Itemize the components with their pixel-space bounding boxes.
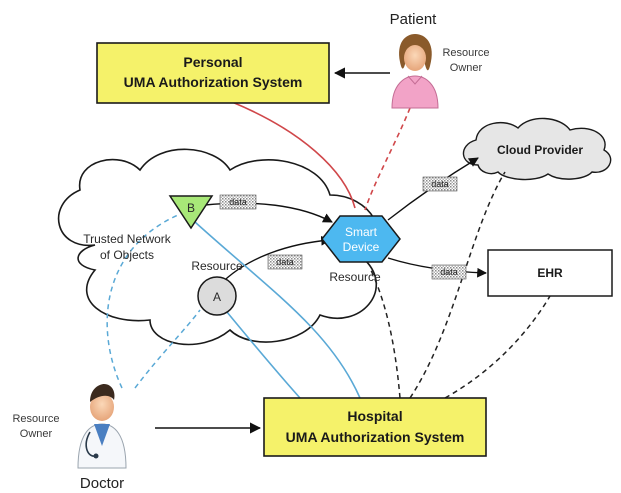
patient-name: Patient	[390, 11, 438, 28]
blue-dashed-link-doctor-to-a	[134, 309, 201, 389]
blue-dashed-link-doctor-to-b	[106, 214, 179, 389]
doctor-role-line2: Owner	[20, 428, 53, 440]
patient-role-line2: Owner	[450, 62, 483, 74]
smart-device-line2: Device	[343, 240, 380, 254]
smart-device-resource-label: Resource	[329, 270, 381, 284]
node-b-triangle: B	[168, 195, 214, 230]
data-tag-a: data	[267, 254, 303, 270]
doctor-name: Doctor	[80, 475, 124, 492]
ehr-label: EHR	[537, 266, 563, 280]
svg-text:data: data	[440, 267, 458, 277]
dashed-link-hospital-to-ehr	[444, 295, 551, 399]
svg-text:data: data	[229, 197, 247, 207]
trusted-network-line2: of Objects	[100, 248, 154, 262]
data-tag-b: data	[219, 194, 257, 210]
personal-as-line2: UMA Authorization System	[124, 74, 303, 90]
red-link-personal-to-device	[231, 101, 356, 209]
hospital-as-box: Hospital UMA Authorization System	[263, 397, 487, 457]
data-tag-ehr: data	[431, 264, 467, 280]
hospital-as-line1: Hospital	[347, 408, 402, 424]
smart-device-line1: Smart	[345, 225, 378, 239]
svg-text:data: data	[276, 257, 294, 267]
patient-role-line1: Resource	[442, 47, 489, 59]
node-a-label: A	[213, 290, 221, 304]
doctor-role-line1: Resource	[12, 413, 59, 425]
trusted-network-line1: Trusted Network	[83, 232, 172, 246]
personal-as-box: Personal UMA Authorization System	[96, 42, 330, 104]
blue-link-b-to-hospital	[194, 221, 361, 399]
dashed-link-hospital-to-cloud	[409, 171, 506, 399]
doctor-avatar	[77, 384, 127, 469]
svg-text:data: data	[431, 179, 449, 189]
personal-as-line1: Personal	[183, 54, 242, 70]
blue-link-a-to-hospital	[221, 305, 301, 399]
cloud-provider-cloud	[462, 117, 612, 181]
patient-avatar	[391, 34, 439, 109]
hospital-as-line2: UMA Authorization System	[286, 429, 465, 445]
cloud-provider-label: Cloud Provider	[497, 143, 583, 157]
red-dashed-link-patient-to-device	[364, 107, 411, 211]
node-a-resource-label: Resource	[191, 259, 243, 273]
smart-device-hexagon: Smart Device	[321, 215, 401, 263]
data-tag-cloud: data	[422, 176, 458, 192]
dashed-link-hospital-to-device	[369, 267, 401, 399]
ehr-box: EHR	[487, 249, 613, 297]
node-a-circle: A	[197, 276, 237, 316]
node-b-label: B	[187, 201, 195, 215]
